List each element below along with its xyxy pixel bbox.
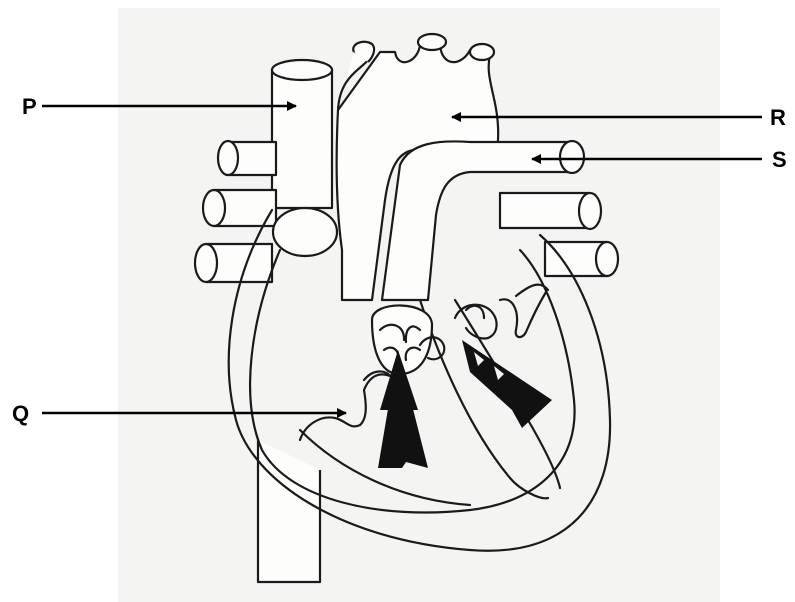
label-s: S (772, 147, 787, 172)
right-atrium-opening (273, 208, 337, 256)
label-q: Q (12, 401, 29, 426)
label-r: R (770, 105, 786, 130)
label-p: P (22, 94, 37, 119)
superior-vena-cava (272, 60, 332, 208)
